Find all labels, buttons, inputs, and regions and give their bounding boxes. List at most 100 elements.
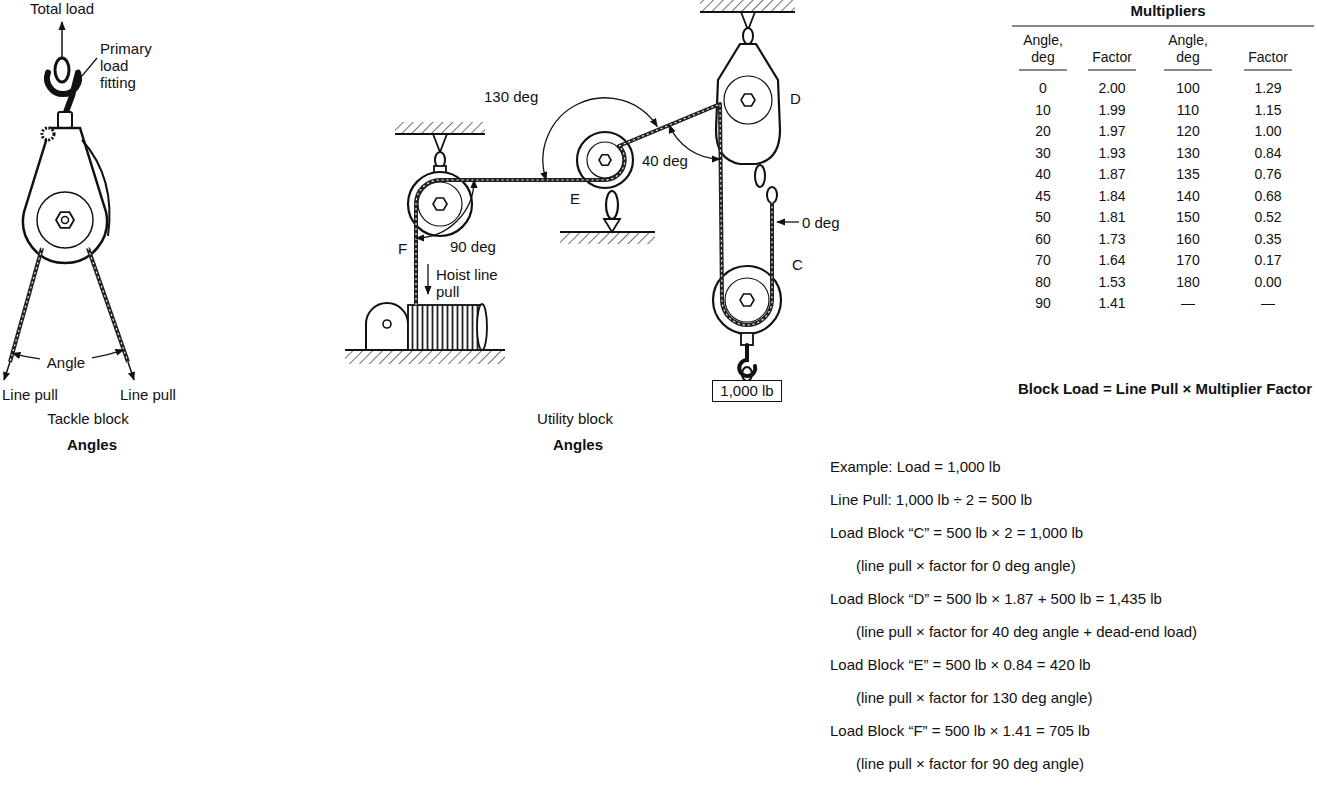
table-rule — [1019, 69, 1067, 70]
utility-block-illustration — [599, 155, 611, 165]
tackle-block-illustration — [37, 192, 93, 248]
table-cell: 1.99 — [1098, 102, 1125, 119]
rope-strand — [10, 248, 42, 362]
utility-block-illustration — [700, 0, 795, 12]
force-label: Hoist line pull — [436, 266, 510, 300]
table-cell: 0.68 — [1254, 188, 1281, 205]
table-cell: 160 — [1176, 231, 1199, 248]
tackle-block-illustration — [82, 140, 110, 236]
utility-block-illustration — [716, 44, 780, 164]
utility-block-illustration — [383, 320, 391, 328]
utility-block-illustration — [743, 28, 753, 44]
angle-label: 0 deg — [802, 214, 840, 231]
table-cell: 1.00 — [1254, 123, 1281, 140]
example-line: Load Block “E” = 500 lb × 0.84 = 420 lb — [830, 656, 1091, 673]
table-cell: 110 — [1177, 102, 1199, 119]
tackle-block-illustration — [92, 350, 124, 358]
force-label: Line pull — [2, 386, 58, 403]
utility-block-illustration — [604, 219, 620, 232]
force-label: Line pull — [120, 386, 176, 403]
table-rule — [1244, 69, 1292, 70]
example-line: Line Pull: 1,000 lb ÷ 2 = 500 lb — [830, 491, 1032, 508]
utility-block-illustration — [345, 0, 799, 381]
rope-strand — [416, 104, 772, 325]
utility-block-illustration — [395, 122, 485, 134]
utility-block-illustration — [366, 303, 408, 350]
table-rule — [1012, 25, 1314, 26]
angle-label: Angle — [47, 354, 85, 371]
example-line: (line pull × factor for 0 deg angle) — [856, 557, 1076, 574]
utility-block-illustration — [345, 350, 505, 364]
tackle-block-illustration — [12, 353, 40, 359]
utility-block-illustration — [767, 187, 777, 203]
utility-block-illustration — [433, 198, 447, 210]
tackle-block-illustration — [56, 212, 74, 228]
table-cell: 45 — [1035, 188, 1051, 205]
block-letter: D — [790, 90, 801, 107]
table-cell: 50 — [1035, 209, 1051, 226]
table-cell: 180 — [1176, 274, 1199, 291]
rope-strand — [88, 248, 128, 362]
table-cell: 100 — [1176, 80, 1199, 97]
table-cell: 1.29 — [1254, 80, 1281, 97]
figure-subcaption: Angles — [553, 436, 603, 453]
utility-block-illustration — [724, 76, 772, 124]
figure-subcaption: Angles — [67, 436, 117, 453]
table-cell: 30 — [1035, 145, 1051, 162]
table-cell: 20 — [1035, 123, 1051, 140]
table-cell: 40 — [1035, 166, 1051, 183]
table-cell: 135 — [1176, 166, 1199, 183]
block-letter: E — [570, 190, 580, 207]
table-cell: 70 — [1035, 252, 1051, 269]
tackle-block-illustration — [58, 112, 72, 128]
tackle-block-illustration — [47, 73, 79, 113]
formula-text: Block Load = Line Pull × Multiplier Fact… — [1018, 380, 1312, 397]
tackle-block-illustration — [61, 22, 63, 58]
table-cell: — — [1181, 295, 1195, 312]
example-line: Load Block “F” = 500 lb × 1.41 = 705 lb — [830, 722, 1090, 739]
angle-label: 130 deg — [484, 88, 538, 105]
table-rule — [1012, 26, 1314, 70]
utility-block-illustration — [725, 278, 769, 322]
table-cell: 1.73 — [1098, 231, 1125, 248]
table-cell: 10 — [1035, 102, 1051, 119]
example-line: (line pull × factor for 130 deg angle) — [856, 689, 1092, 706]
callout-label: Primary load fitting — [100, 40, 164, 91]
angle-label: 90 deg — [450, 238, 496, 255]
tackle-block-illustration — [88, 248, 128, 362]
utility-block-illustration — [606, 191, 618, 219]
table-cell: 1.41 — [1098, 295, 1125, 312]
angle-label: 40 deg — [642, 152, 688, 169]
tackle-block-illustration — [23, 128, 107, 263]
table-cell: 0.76 — [1254, 166, 1281, 183]
table-cell: 0.17 — [1254, 252, 1281, 269]
table-header: Angle, deg — [1018, 32, 1068, 66]
table-cell: 60 — [1035, 231, 1051, 248]
utility-block-illustration — [408, 305, 482, 350]
table-title: Multipliers — [1130, 2, 1205, 19]
table-cell: 130 — [1176, 145, 1199, 162]
utility-block-illustration — [433, 134, 447, 152]
utility-block-illustration — [543, 98, 657, 180]
table-cell: 1.53 — [1098, 274, 1125, 291]
table-header: Factor — [1092, 49, 1132, 66]
example-line: Load Block “C” = 500 lb × 2 = 1,000 lb — [830, 524, 1083, 541]
table-cell: 0.52 — [1254, 209, 1281, 226]
block-letter: C — [792, 256, 803, 273]
load-box: 1,000 lb — [712, 380, 781, 402]
block-letter: F — [398, 240, 407, 257]
utility-block-illustration — [560, 232, 655, 244]
utility-block-illustration — [755, 165, 765, 187]
utility-block-illustration — [741, 94, 755, 106]
table-cell: — — [1261, 295, 1275, 312]
tackle-block-illustration — [10, 248, 42, 362]
table-cell: 1.87 — [1098, 166, 1125, 183]
table-header: Factor — [1248, 49, 1288, 66]
table-cell: 0 — [1039, 80, 1047, 97]
table-cell: 0.84 — [1254, 145, 1281, 162]
table-cell: 1.81 — [1098, 209, 1125, 226]
callout-label: Total load — [30, 0, 94, 17]
